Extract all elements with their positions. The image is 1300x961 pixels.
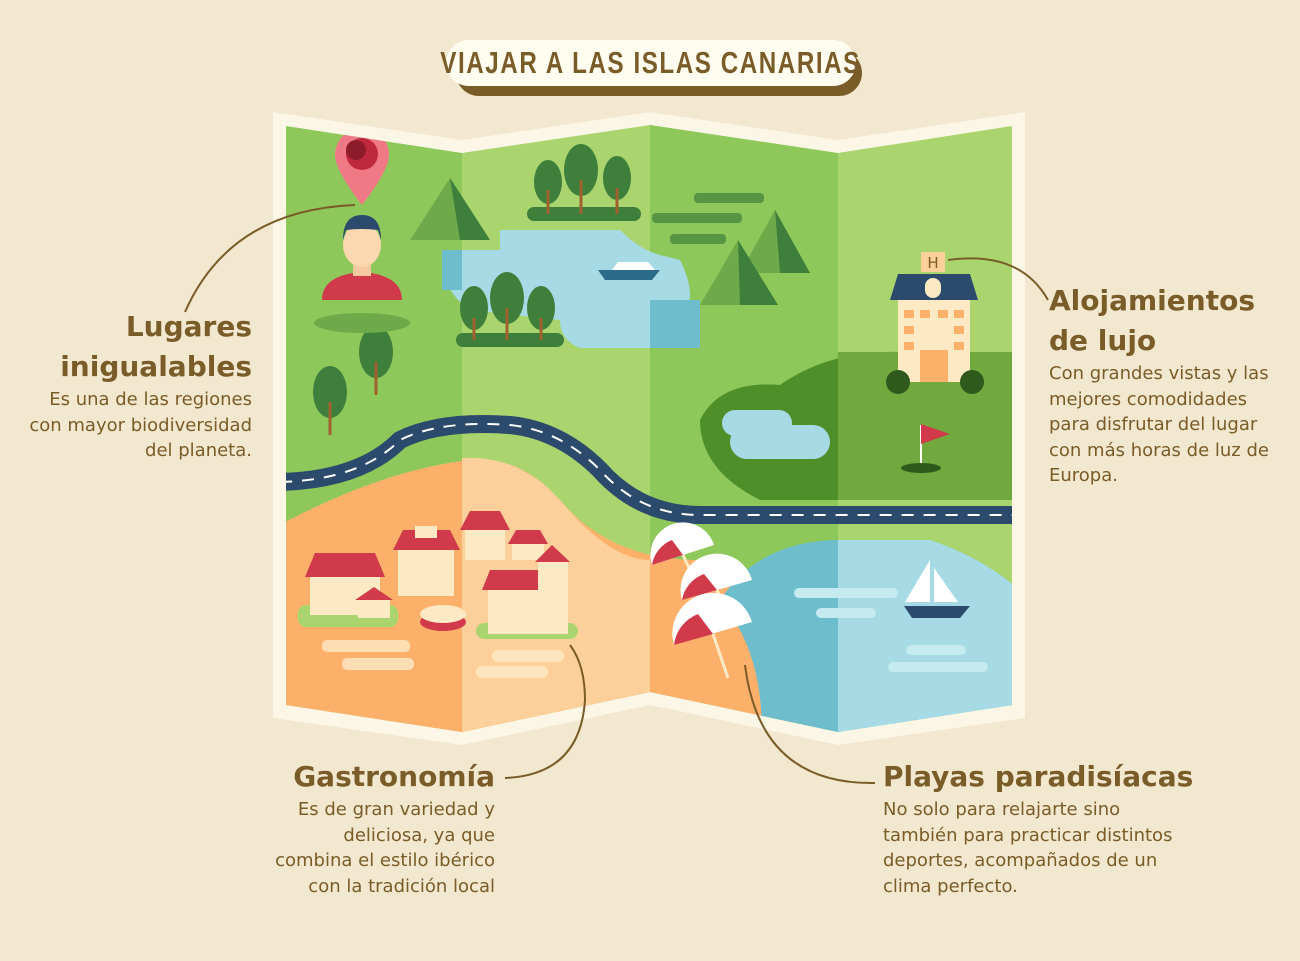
alojamientos-text-4: Europa. <box>1049 465 1118 486</box>
playas-block: Playas paradisíacas No solo para relajar… <box>883 757 1223 899</box>
golf-flag-icon <box>921 424 950 444</box>
lugares-heading-2: inigualables <box>60 350 252 383</box>
hotel-icon <box>886 252 984 394</box>
connector-playas <box>744 664 876 785</box>
playas-text-3: clima perfecto. <box>883 875 1018 897</box>
lake <box>441 230 700 348</box>
lugares-text-0: Es una de las regiones <box>49 389 252 410</box>
alojamientos-text-2: para disfrutar del lugar <box>1049 414 1258 435</box>
gastronomia-heading: Gastronomía <box>293 760 495 793</box>
alojamientos-block: Alojamientos de lujo Con grandes vistas … <box>1049 281 1289 489</box>
connector-gastronomia <box>504 644 587 779</box>
playas-text-1: también para practicar distintos <box>883 824 1173 846</box>
alojamientos-text-1: mejores comodidades <box>1049 388 1248 410</box>
connector-lugares <box>184 204 356 313</box>
gastronomia-text-2: combina el estilo ibérico <box>275 850 495 871</box>
gastronomia-text-3: con la tradición local <box>308 875 495 897</box>
sailboat-icon <box>904 560 970 618</box>
trees <box>313 144 631 418</box>
alojamientos-text-0: Con grandes vistas y las <box>1049 363 1269 384</box>
playas-heading: Playas paradisíacas <box>883 760 1194 793</box>
playas-text-2: deportes, acompañados de un <box>883 850 1158 871</box>
lugares-block: Lugares inigualables Es una de las regio… <box>0 307 252 464</box>
alojamientos-heading-1: Alojamientos <box>1049 284 1255 317</box>
village-houses <box>298 511 578 639</box>
beach-umbrellas <box>650 522 752 679</box>
page-title: VIAJAR A LAS ISLAS CANARIAS <box>440 45 862 80</box>
alojamientos-text-3: con más horas de luz de <box>1049 439 1269 461</box>
lugares-text-2: del planeta. <box>145 440 252 461</box>
connector-alojamientos <box>947 257 1049 301</box>
gastronomia-block: Gastronomía Es de gran variedad y delici… <box>215 757 495 899</box>
person-icon <box>322 272 402 300</box>
gastronomia-text-0: Es de gran variedad y <box>297 799 495 820</box>
playas-text-0: No solo para relajarte sino <box>883 799 1121 820</box>
alojamientos-heading-2: de lujo <box>1049 324 1157 357</box>
boat-icon <box>598 270 660 280</box>
gastronomia-text-1: deliciosa, ya que <box>343 824 495 846</box>
hotel-sign: H <box>927 254 938 272</box>
title-banner: VIAJAR A LAS ISLAS CANARIAS <box>441 40 860 86</box>
lugares-heading-1: Lugares <box>125 310 252 343</box>
lugares-text-1: con mayor biodiversidad <box>29 414 252 436</box>
